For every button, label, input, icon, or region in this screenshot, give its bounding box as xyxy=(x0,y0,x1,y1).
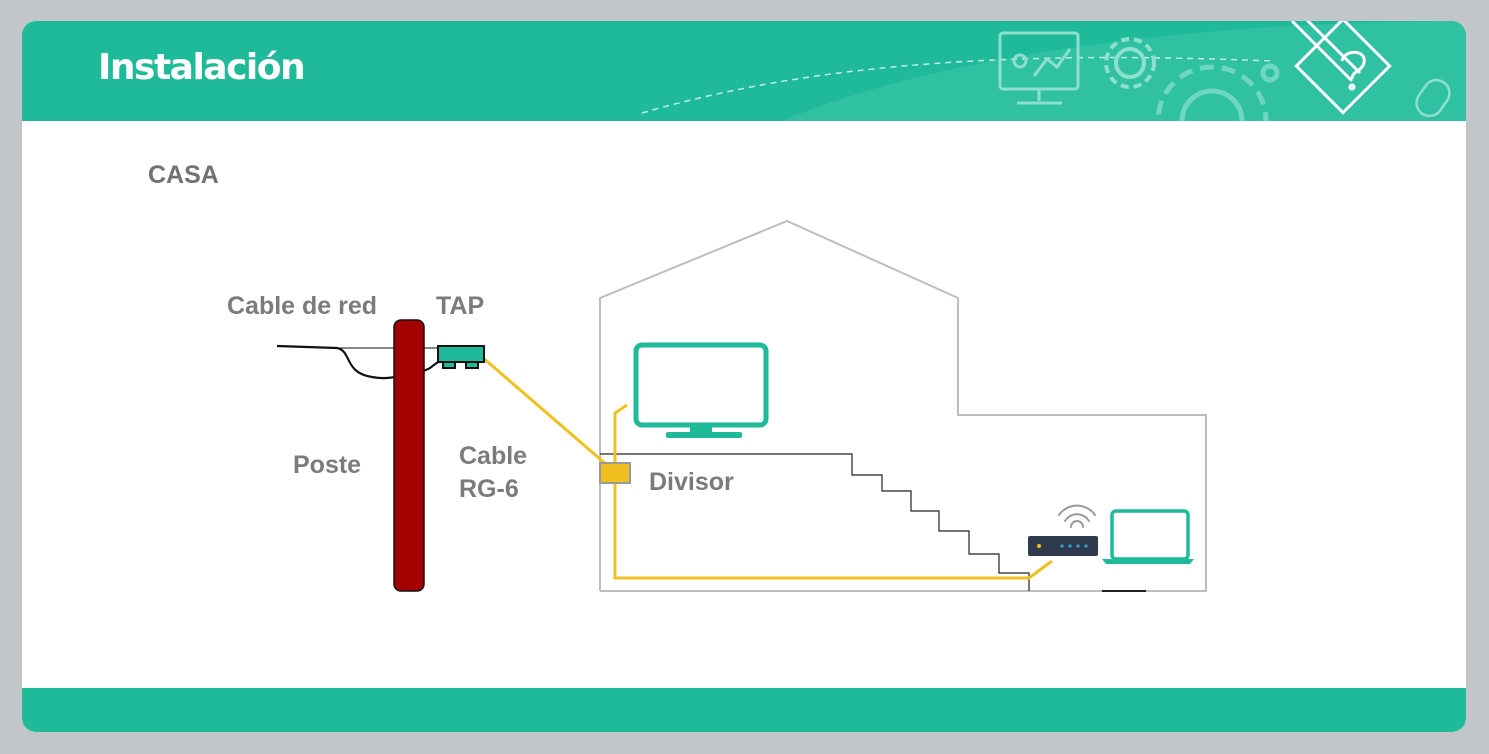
installation-diagram: Cable de red TAP Poste Cable RG-6 Diviso… xyxy=(227,219,1207,592)
coax-cable-tap-to-splitter xyxy=(481,355,608,467)
tap-label: TAP xyxy=(436,292,484,320)
coax-cable-to-tv xyxy=(613,403,628,466)
pole-label: Poste xyxy=(293,451,361,479)
presentation-icon xyxy=(998,31,1080,105)
section-label: CASA xyxy=(148,161,219,189)
header-decoration xyxy=(641,21,1466,121)
network-cable-label: Cable de red xyxy=(227,292,377,320)
large-gear-icon xyxy=(1155,63,1280,121)
staircase xyxy=(600,453,1030,591)
laptop-icon xyxy=(1102,509,1194,564)
footer-bar xyxy=(22,688,1466,732)
cable-label-line1: Cable xyxy=(459,442,527,470)
wifi-router-icon xyxy=(1028,504,1098,556)
slide-card: Instalación CASA xyxy=(22,21,1466,732)
page-title: Instalación xyxy=(98,47,306,88)
header-bar: Instalación xyxy=(22,21,1466,121)
pencil-diamond-icon xyxy=(1290,21,1392,115)
splitter-label: Divisor xyxy=(649,468,734,496)
house-outline xyxy=(599,219,1207,592)
television-icon xyxy=(633,342,769,438)
splitter-box xyxy=(599,462,631,484)
gear-icon xyxy=(1104,37,1156,89)
cable-label-line2: RG-6 xyxy=(459,475,519,503)
coax-cable-to-router xyxy=(613,483,1053,580)
mouse-icon xyxy=(1415,78,1451,118)
network-cable xyxy=(276,344,441,380)
utility-pole xyxy=(393,319,425,592)
tap-connector xyxy=(437,345,485,369)
